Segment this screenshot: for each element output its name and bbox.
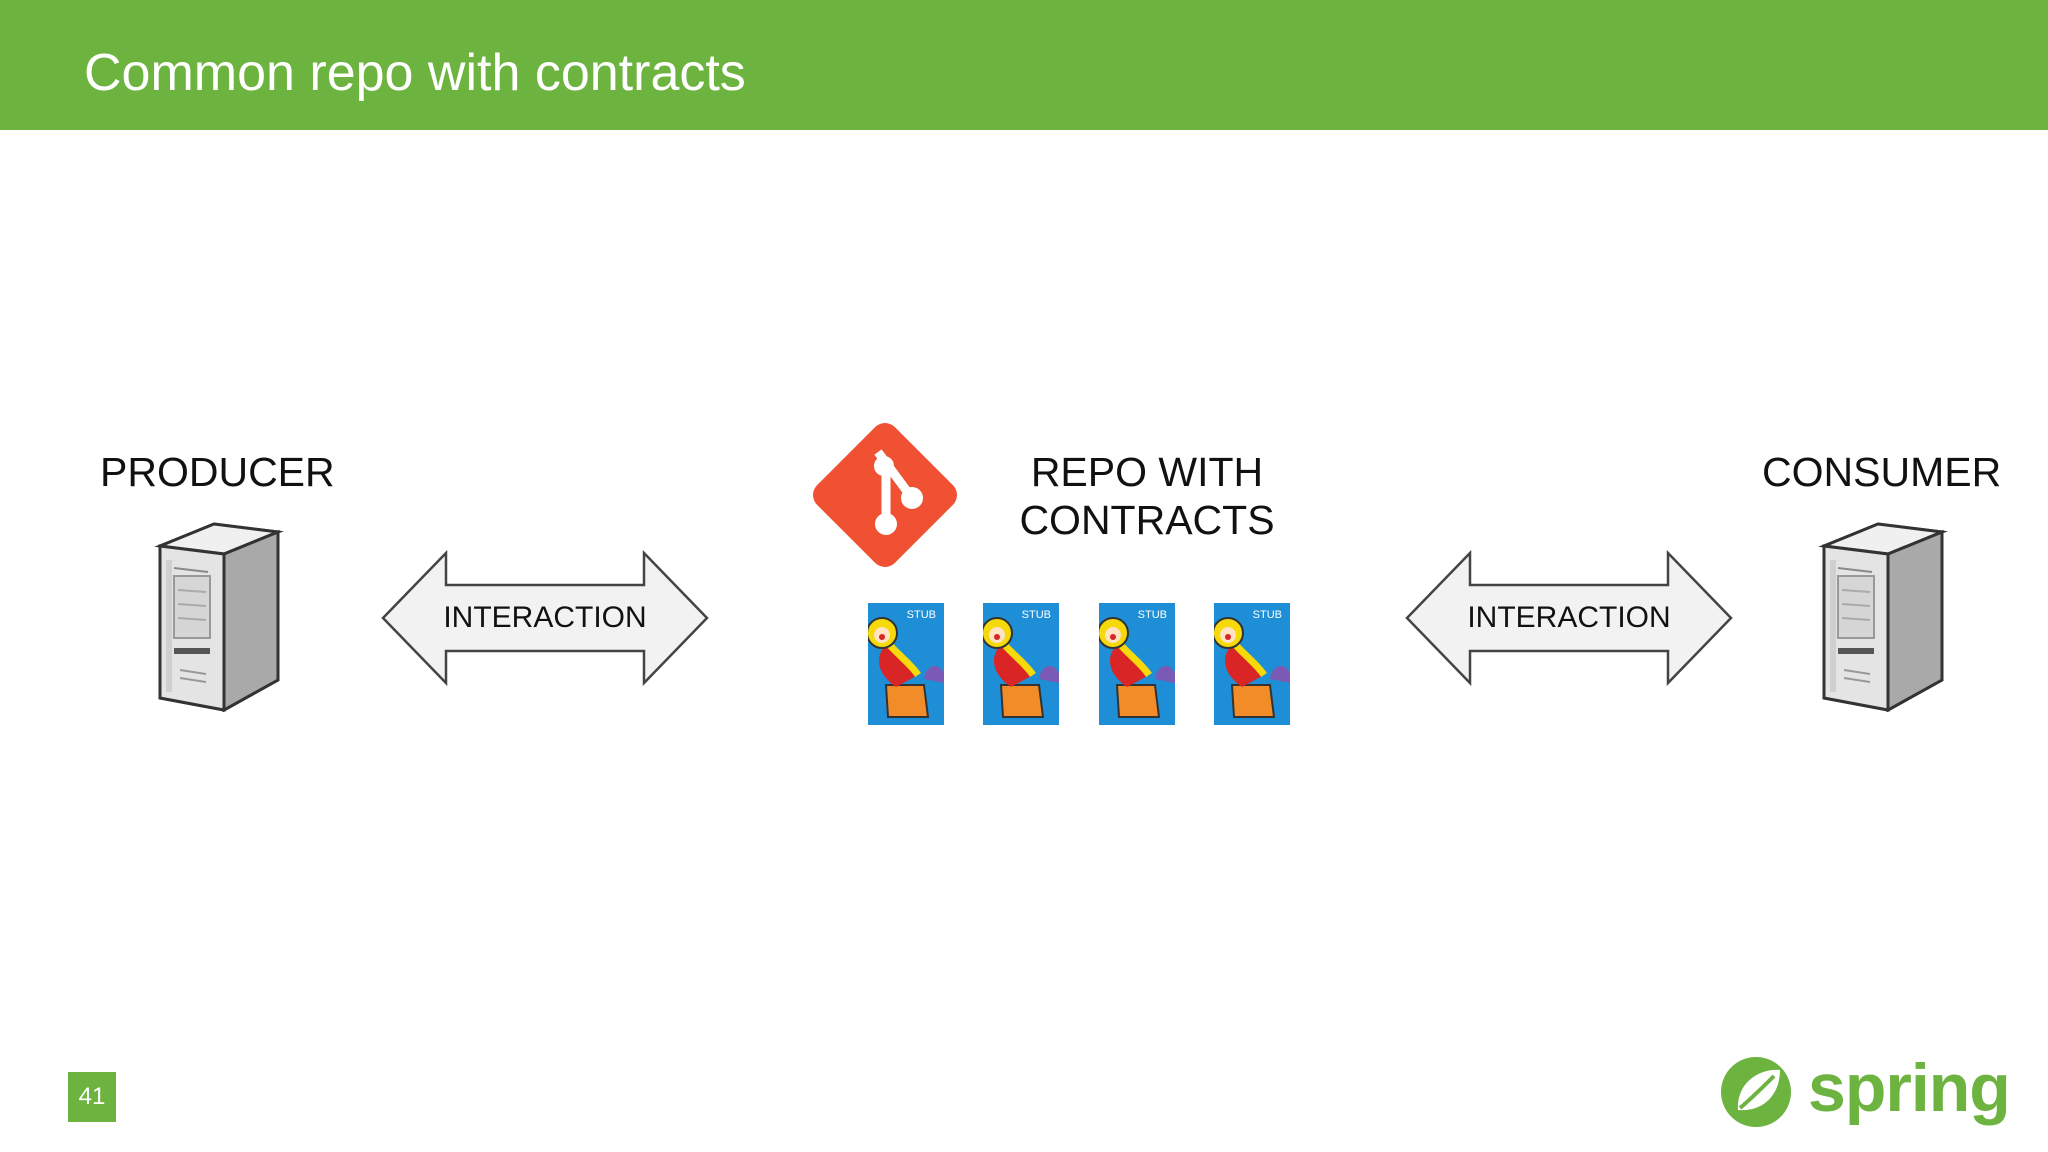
stub-label: STUB — [1021, 609, 1051, 621]
stub-card: STUB — [1097, 603, 1175, 725]
stub-card: STUB — [866, 603, 944, 725]
stub-label: STUB — [906, 609, 936, 621]
interaction-label: INTERACTION — [1467, 601, 1671, 634]
stub-card: STUB — [981, 603, 1059, 725]
stub-label: STUB — [1137, 609, 1167, 621]
producer-repo-interaction-arrow: INTERACTION — [380, 550, 710, 686]
slide-title: Common repo with contracts — [84, 44, 746, 102]
page-number: 41 — [68, 1072, 116, 1122]
producer-label: PRODUCER — [100, 449, 335, 495]
slide-header: Common repo with contracts — [0, 0, 2048, 130]
repo-label-line2: CONTRACTS — [1019, 497, 1275, 543]
spring-wordmark: spring — [1808, 1050, 2011, 1126]
stub-card: STUB — [1212, 603, 1290, 725]
spring-leaf-icon — [1718, 1054, 1794, 1135]
git-logo-icon — [808, 418, 962, 577]
consumer-server-icon — [1818, 520, 1948, 717]
interaction-label: INTERACTION — [443, 601, 647, 634]
consumer-label: CONSUMER — [1762, 449, 2002, 495]
producer-server-icon — [154, 520, 284, 717]
repo-consumer-interaction-arrow: INTERACTION — [1404, 550, 1734, 686]
repo-label-line1: REPO WITH — [1030, 449, 1264, 495]
stub-label: STUB — [1252, 609, 1282, 621]
